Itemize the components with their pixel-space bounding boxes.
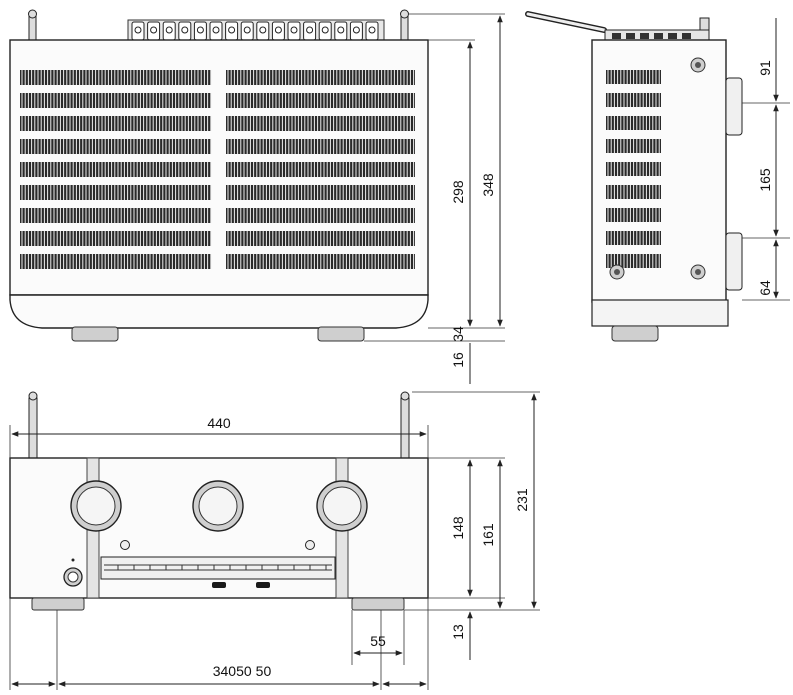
side-handle-lower (725, 232, 743, 291)
dim-top-348: 348 (480, 173, 496, 197)
side-view: 91 165 64 (525, 11, 790, 342)
dim-top-298: 298 (450, 180, 466, 204)
top-front-bezel (9, 294, 429, 329)
rear-connectors (127, 19, 385, 43)
antenna-left-knob (28, 9, 37, 19)
top-foot-right (317, 326, 365, 342)
dim-front-13: 13 (450, 624, 466, 640)
side-vents (606, 70, 661, 268)
front-foot-right (351, 597, 405, 611)
side-front-panel (591, 299, 729, 327)
front-antenna-left (28, 397, 38, 461)
front-foot-left (31, 597, 85, 611)
side-foot (611, 325, 659, 342)
top-vents (20, 70, 415, 269)
indicator-right (305, 540, 315, 550)
dim-front-161: 161 (480, 523, 496, 547)
dim-front-440: 440 (207, 415, 231, 431)
antenna-right-knob (400, 9, 409, 19)
front-antenna-right (400, 397, 410, 461)
usb-port-icon (212, 582, 226, 588)
dim-side-91: 91 (757, 60, 773, 76)
dim-front-231: 231 (514, 488, 530, 512)
dim-side-165: 165 (757, 168, 773, 192)
front-display (100, 556, 336, 580)
knob-left (70, 480, 122, 532)
dim-front-148: 148 (450, 516, 466, 540)
indicator-left (120, 540, 130, 550)
knob-center (192, 480, 244, 532)
hdmi-port-icon (256, 582, 270, 588)
top-foot-left (71, 326, 119, 342)
dim-top-16: 16 (450, 352, 466, 368)
knob-right (316, 480, 368, 532)
dim-top-34: 34 (450, 326, 466, 342)
top-view: 298 348 16 34 (9, 9, 505, 384)
dim-side-64: 64 (757, 280, 773, 296)
side-handle-upper (725, 77, 743, 136)
dim-front-55: 55 (370, 633, 386, 649)
